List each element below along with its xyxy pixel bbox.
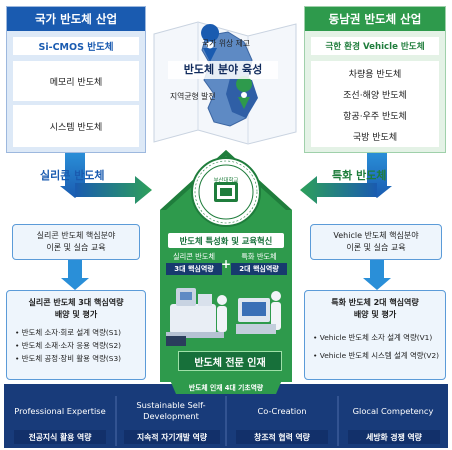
right-track-box2-title: 배양 및 평가 xyxy=(353,310,397,319)
right-industry-item: 차량용 반도체 xyxy=(348,69,402,80)
bottom-col-ko: 세방화 경쟁 역량 xyxy=(348,430,440,444)
right-track-box1-line: 이론 및 실습 교육 xyxy=(346,243,406,252)
map-note-top: 국가 위상 제고 xyxy=(202,39,250,48)
plus-sign: + xyxy=(220,257,232,271)
center-right-badge: 2대 핵심역량 xyxy=(231,263,287,275)
right-industry-item: 국방 반도체 xyxy=(352,132,398,143)
right-track-box2: 특화 반도체 2대 핵심역량 배양 및 평가 • Vehicle 반도체 소자 … xyxy=(304,290,446,380)
left-track-competency: • 반도체 공정·장비 활용 역량(S3) xyxy=(15,354,122,363)
bottom-col-ko: 지속적 자기개발 역량 xyxy=(124,430,220,444)
left-track-competency: • 반도체 소재·소자 응용 역량(S2) xyxy=(15,341,122,350)
lab-illustration xyxy=(166,288,281,346)
left-industry-panel: 국가 반도체 산업 Si-CMOS 반도체 메모리 반도체 시스템 반도체 xyxy=(6,6,146,153)
seal-text: 부산대학교 xyxy=(213,178,239,184)
left-industry-item: 시스템 반도체 xyxy=(13,105,139,147)
bottom-col-en: Professional Expertise xyxy=(14,405,106,416)
korea-map-icon xyxy=(153,21,297,145)
right-track-box1-line: Vehicle 반도체 핵심분야 xyxy=(333,231,419,240)
left-industry-item: 메모리 반도체 xyxy=(13,61,139,101)
center-banner: 반도체 특성화 및 교육혁신 xyxy=(168,233,284,248)
center-left-title: 실리콘 반도체 xyxy=(173,252,215,261)
center-right-title: 특화 반도체 xyxy=(241,252,277,261)
map-title: 반도체 분야 육성 xyxy=(168,61,278,79)
bottom-col-en: Glocal Competency xyxy=(352,405,434,416)
bottom-tab xyxy=(170,380,282,394)
left-track-box2: 실리콘 반도체 3대 핵심역량 배양 및 평가 • 반도체 소자·회로 설계 역… xyxy=(6,290,146,380)
right-industry-subtitle: 극한 환경 Vehicle 반도체 xyxy=(311,37,439,55)
left-track-box2-title: 실리콘 반도체 3대 핵심역량 xyxy=(28,298,124,307)
right-industry-list: 차량용 반도체 조선·해양 반도체 항공·우주 반도체 국방 반도체 xyxy=(311,61,439,147)
bottom-col-ko: 전공지식 활용 역량 xyxy=(14,430,106,444)
right-track-competency: • Vehicle 반도체 시스템 설계 역량(V2) xyxy=(313,351,440,360)
right-industry-panel: 동남권 반도체 산업 극한 환경 Vehicle 반도체 차량용 반도체 조선·… xyxy=(304,6,446,153)
left-right-arrow xyxy=(75,176,152,204)
left-track-competency: • 반도체 소자·회로 설계 역량(S1) xyxy=(15,328,122,337)
center-result: 반도체 전문 인재 xyxy=(178,351,282,371)
bottom-col-en: Sustainable Self-Development xyxy=(136,400,206,421)
left-track-label: 실리콘 반도체 xyxy=(40,169,105,182)
right-industry-title: 동남권 반도체 산업 xyxy=(305,7,445,31)
left-track-box1-line: 실리콘 반도체 핵심분야 xyxy=(36,231,116,240)
map-note-left: 지역균형 발전 xyxy=(170,92,216,101)
right-industry-item: 조선·해양 반도체 xyxy=(343,90,407,101)
center-left-badge: 3대 핵심역량 xyxy=(166,263,222,275)
bottom-tab-label: 반도체 인재 4대 기초역량 xyxy=(188,384,264,392)
left-track-box1-line: 이론 및 실습 교육 xyxy=(46,243,106,252)
right-track-label: 특화 반도체 xyxy=(332,169,387,182)
left-industry-title: 국가 반도체 산업 xyxy=(7,7,145,31)
bottom-col-ko: 창조적 협력 역량 xyxy=(236,430,328,444)
right-track-competency: • Vehicle 반도체 소자 설계 역량(V1) xyxy=(313,333,433,342)
left-track-box1: 실리콘 반도체 핵심분야 이론 및 실습 교육 xyxy=(12,224,140,260)
left-mid-arrow xyxy=(61,260,89,290)
left-industry-subtitle: Si-CMOS 반도체 xyxy=(13,37,139,55)
right-industry-item: 항공·우주 반도체 xyxy=(343,111,407,122)
right-track-box2-title: 특화 반도체 2대 핵심역량 xyxy=(331,298,419,307)
bottom-col-en: Co-Creation xyxy=(257,405,307,416)
right-track-box1: Vehicle 반도체 핵심분야 이론 및 실습 교육 xyxy=(310,224,442,260)
right-left-arrow xyxy=(300,176,377,204)
right-mid-arrow xyxy=(363,260,391,290)
left-track-box2-title: 배양 및 평가 xyxy=(54,310,98,319)
university-seal-icon xyxy=(191,157,261,227)
